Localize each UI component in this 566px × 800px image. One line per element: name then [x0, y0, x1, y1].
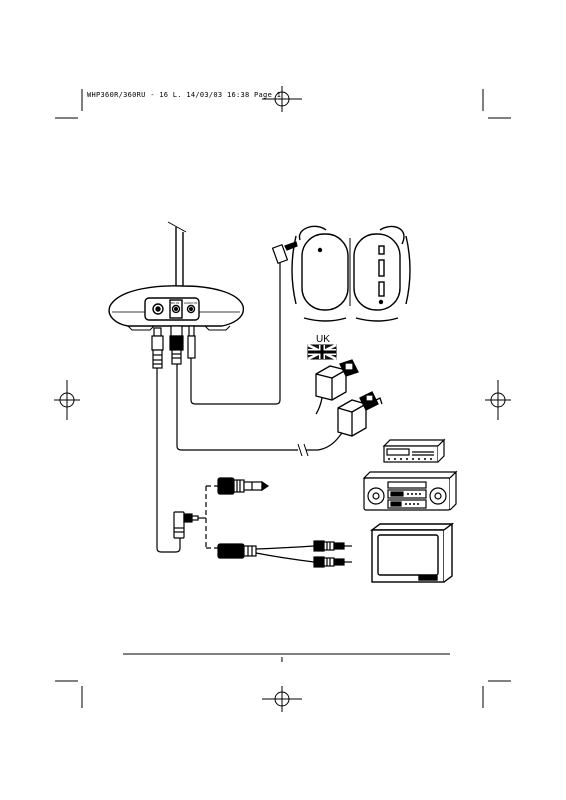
power-adapter-icon [315, 359, 359, 415]
registration-mark-icon [262, 86, 302, 112]
cd-player-icon [382, 438, 446, 463]
headphones-icon [291, 225, 411, 322]
base-plugs [151, 325, 196, 369]
power-adapter-icon [337, 391, 383, 437]
cables [156, 262, 347, 553]
jack-plug-icon [188, 325, 195, 337]
registration-mark-icon [485, 380, 511, 420]
crop-marks [55, 89, 511, 708]
dc-in-label: DC IN [171, 301, 179, 305]
transmitter-base-icon: DC IN AUDIO IN [108, 221, 245, 331]
crop-mark-icon [55, 680, 83, 708]
hifi-system-icon [362, 470, 458, 511]
crop-mark-icon [55, 89, 83, 119]
crop-mark-icon [482, 680, 511, 708]
print-slug: WHP360R/360RU - 16 L. 14/03/03 16:38 Pag… [87, 91, 281, 99]
page-number: I [281, 657, 283, 664]
jack-plug-icon [153, 327, 162, 337]
audio-in-label: AUDIO IN [184, 301, 197, 305]
crop-mark-icon [482, 89, 511, 119]
jack-plug-icon [271, 241, 298, 264]
television-icon [369, 522, 455, 583]
jack-plug-icon [173, 511, 199, 539]
registration-mark-icon [54, 380, 80, 420]
registration-marks [54, 86, 511, 712]
region-label: UK [316, 334, 330, 345]
registration-mark-icon [262, 686, 302, 712]
rca-plug-icon [217, 540, 352, 568]
dc-plug-icon [170, 325, 183, 337]
uk-flag-icon [307, 343, 337, 361]
jack-plug-icon [217, 477, 270, 495]
